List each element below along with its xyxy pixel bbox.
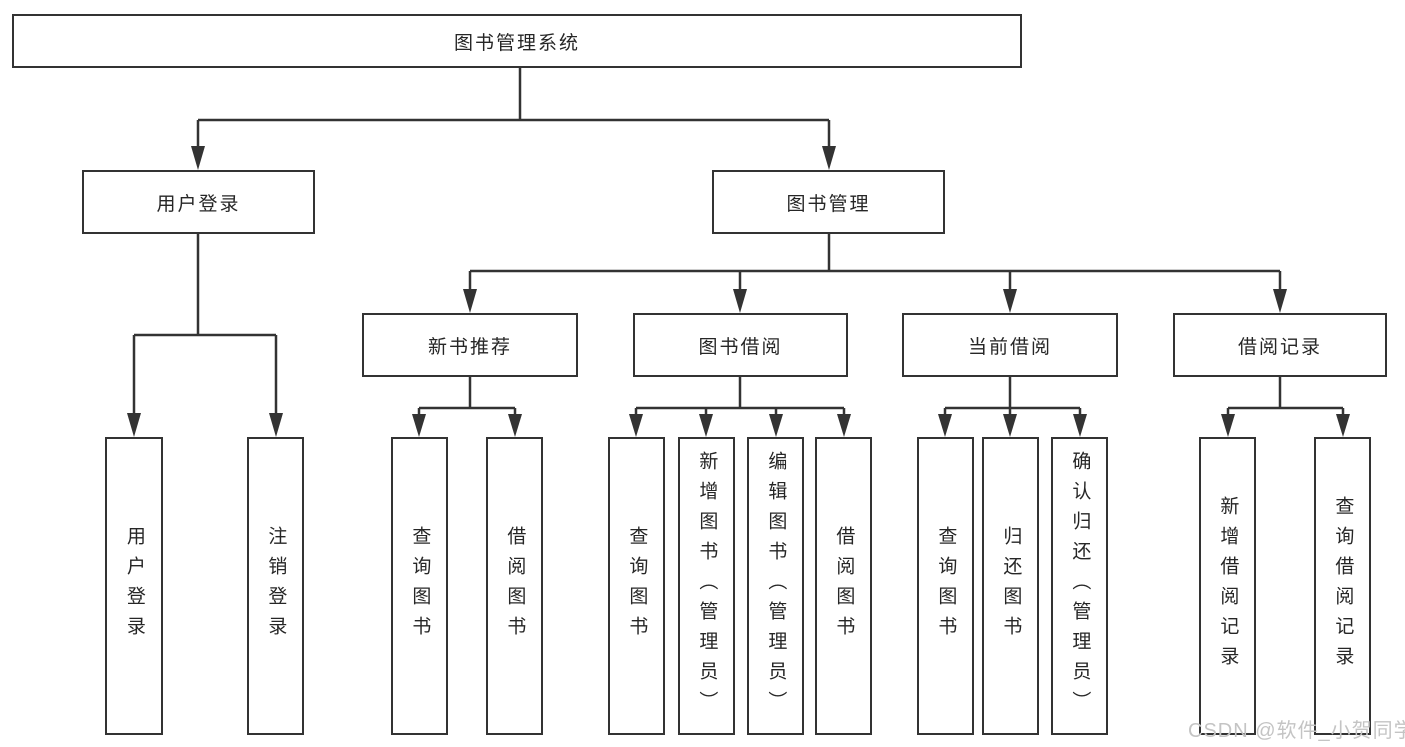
node-book-mgmt: 图书管理: [712, 170, 945, 234]
leaf-label: 编辑图书（管理员）: [765, 451, 787, 721]
leaf-add-borrow-record: 新增借阅记录: [1199, 437, 1256, 735]
leaf-label: 新增图书（管理员）: [696, 451, 718, 721]
leaf-query-borrow-record: 查询借阅记录: [1314, 437, 1371, 735]
connector-user-login-children: [127, 234, 283, 437]
leaf-return-books: 归还图书: [982, 437, 1039, 735]
leaf-query-books-recommend: 查询图书: [391, 437, 448, 735]
leaf-add-book-admin: 新增图书（管理员）: [678, 437, 735, 735]
node-current-borrow: 当前借阅: [902, 313, 1118, 377]
leaf-label: 注销登录: [265, 526, 287, 646]
node-new-book-recommend: 新书推荐: [362, 313, 578, 377]
leaf-confirm-return-admin: 确认归还（管理员）: [1051, 437, 1108, 735]
node-user-login: 用户登录: [82, 170, 315, 234]
leaf-label: 借阅图书: [504, 526, 526, 646]
csdn-watermark: CSDN @软件_小贺同学: [1188, 720, 1405, 742]
leaf-label: 查询图书: [409, 526, 431, 646]
connector-new-book-children: [412, 377, 522, 437]
leaf-edit-book-admin: 编辑图书（管理员）: [747, 437, 804, 735]
leaf-query-books-borrow: 查询图书: [608, 437, 665, 735]
leaf-logout: 注销登录: [247, 437, 304, 735]
leaf-label: 用户登录: [123, 526, 145, 646]
leaf-borrow-books-recommend: 借阅图书: [486, 437, 543, 735]
leaf-label: 查询借阅记录: [1332, 496, 1354, 676]
connector-root-to-level2: [191, 68, 836, 170]
connector-book-mgmt-to-level3: [463, 234, 1287, 313]
connector-current-borrow-children: [938, 377, 1087, 437]
node-book-borrow: 图书借阅: [633, 313, 848, 377]
leaf-label: 查询图书: [935, 526, 957, 646]
connector-book-borrow-children: [629, 377, 851, 437]
leaf-label: 新增借阅记录: [1217, 496, 1239, 676]
leaf-label: 借阅图书: [833, 526, 855, 646]
leaf-label: 确认归还（管理员）: [1069, 451, 1091, 721]
leaf-user-login: 用户登录: [105, 437, 163, 735]
leaf-query-books-current: 查询图书: [917, 437, 974, 735]
connector-borrow-records-children: [1221, 377, 1350, 437]
node-library-system: 图书管理系统: [12, 14, 1022, 68]
leaf-borrow-books: 借阅图书: [815, 437, 872, 735]
leaf-label: 查询图书: [626, 526, 648, 646]
leaf-label: 归还图书: [1000, 526, 1022, 646]
node-borrow-records: 借阅记录: [1173, 313, 1387, 377]
